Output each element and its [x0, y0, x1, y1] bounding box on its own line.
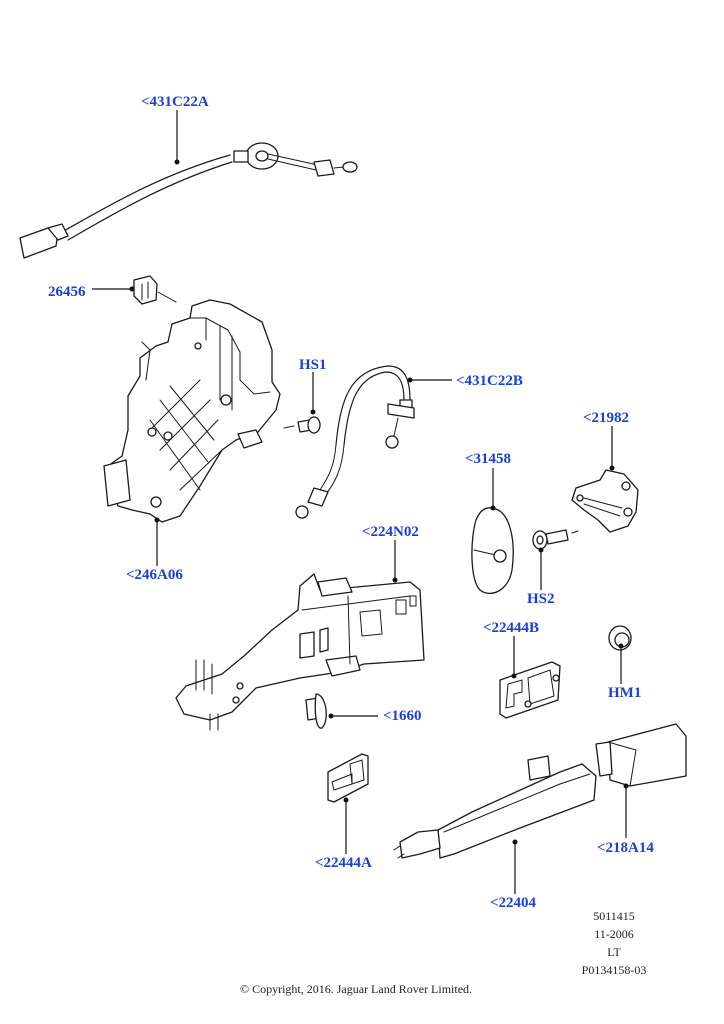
part-22404-handle[interactable] — [393, 755, 597, 859]
callout-22404[interactable]: <22404 — [490, 895, 537, 911]
part-22444A-gasket[interactable] — [327, 753, 369, 803]
callout-21982[interactable]: <21982 — [583, 410, 630, 426]
part-1660-fastener[interactable] — [305, 693, 327, 729]
part-431C22B-cable[interactable] — [295, 365, 415, 519]
callout-31458[interactable]: <31458 — [465, 451, 512, 467]
part-224N02-bracket[interactable] — [175, 573, 425, 731]
reference-date: 11-2006 — [594, 927, 634, 941]
callout-431C22A[interactable]: <431C22A — [141, 94, 209, 110]
illustration-id: P0134158-03 — [581, 963, 647, 977]
reference-code: 5011415 — [593, 909, 635, 923]
reference-type: LT — [607, 945, 621, 959]
callout-HS2[interactable]: HS2 — [527, 591, 555, 607]
callout-431C22B[interactable]: <431C22B — [456, 373, 523, 389]
callout-246A06[interactable]: <246A06 — [126, 567, 183, 583]
callout-HM1[interactable]: HM1 — [608, 685, 642, 701]
part-26456-clip[interactable] — [133, 275, 177, 305]
callout-1660[interactable]: <1660 — [383, 708, 422, 724]
part-22444B-gasket[interactable] — [499, 661, 561, 719]
callout-26456[interactable]: 26456 — [48, 284, 86, 300]
leader-lines — [92, 110, 629, 894]
callout-22444A[interactable]: <22444A — [315, 855, 372, 871]
part-HM1-plug[interactable] — [608, 625, 632, 651]
callout-HS1[interactable]: HS1 — [299, 357, 327, 373]
part-HS1-screw[interactable] — [283, 416, 321, 434]
part-246A06-latch[interactable] — [103, 299, 281, 523]
part-31458-cover[interactable] — [471, 507, 514, 594]
part-431C22A-cable[interactable] — [19, 142, 358, 259]
callout-22444B[interactable]: <22444B — [483, 620, 540, 636]
part-HS2-screw[interactable] — [532, 529, 579, 550]
part-21982-striker[interactable] — [571, 469, 639, 533]
copyright-notice: © Copyright, 2016. Jaguar Land Rover Lim… — [239, 982, 473, 996]
callout-218A14[interactable]: <218A14 — [597, 840, 654, 856]
part-218A14-cap[interactable] — [595, 723, 687, 787]
callout-224N02[interactable]: <224N02 — [362, 524, 419, 540]
